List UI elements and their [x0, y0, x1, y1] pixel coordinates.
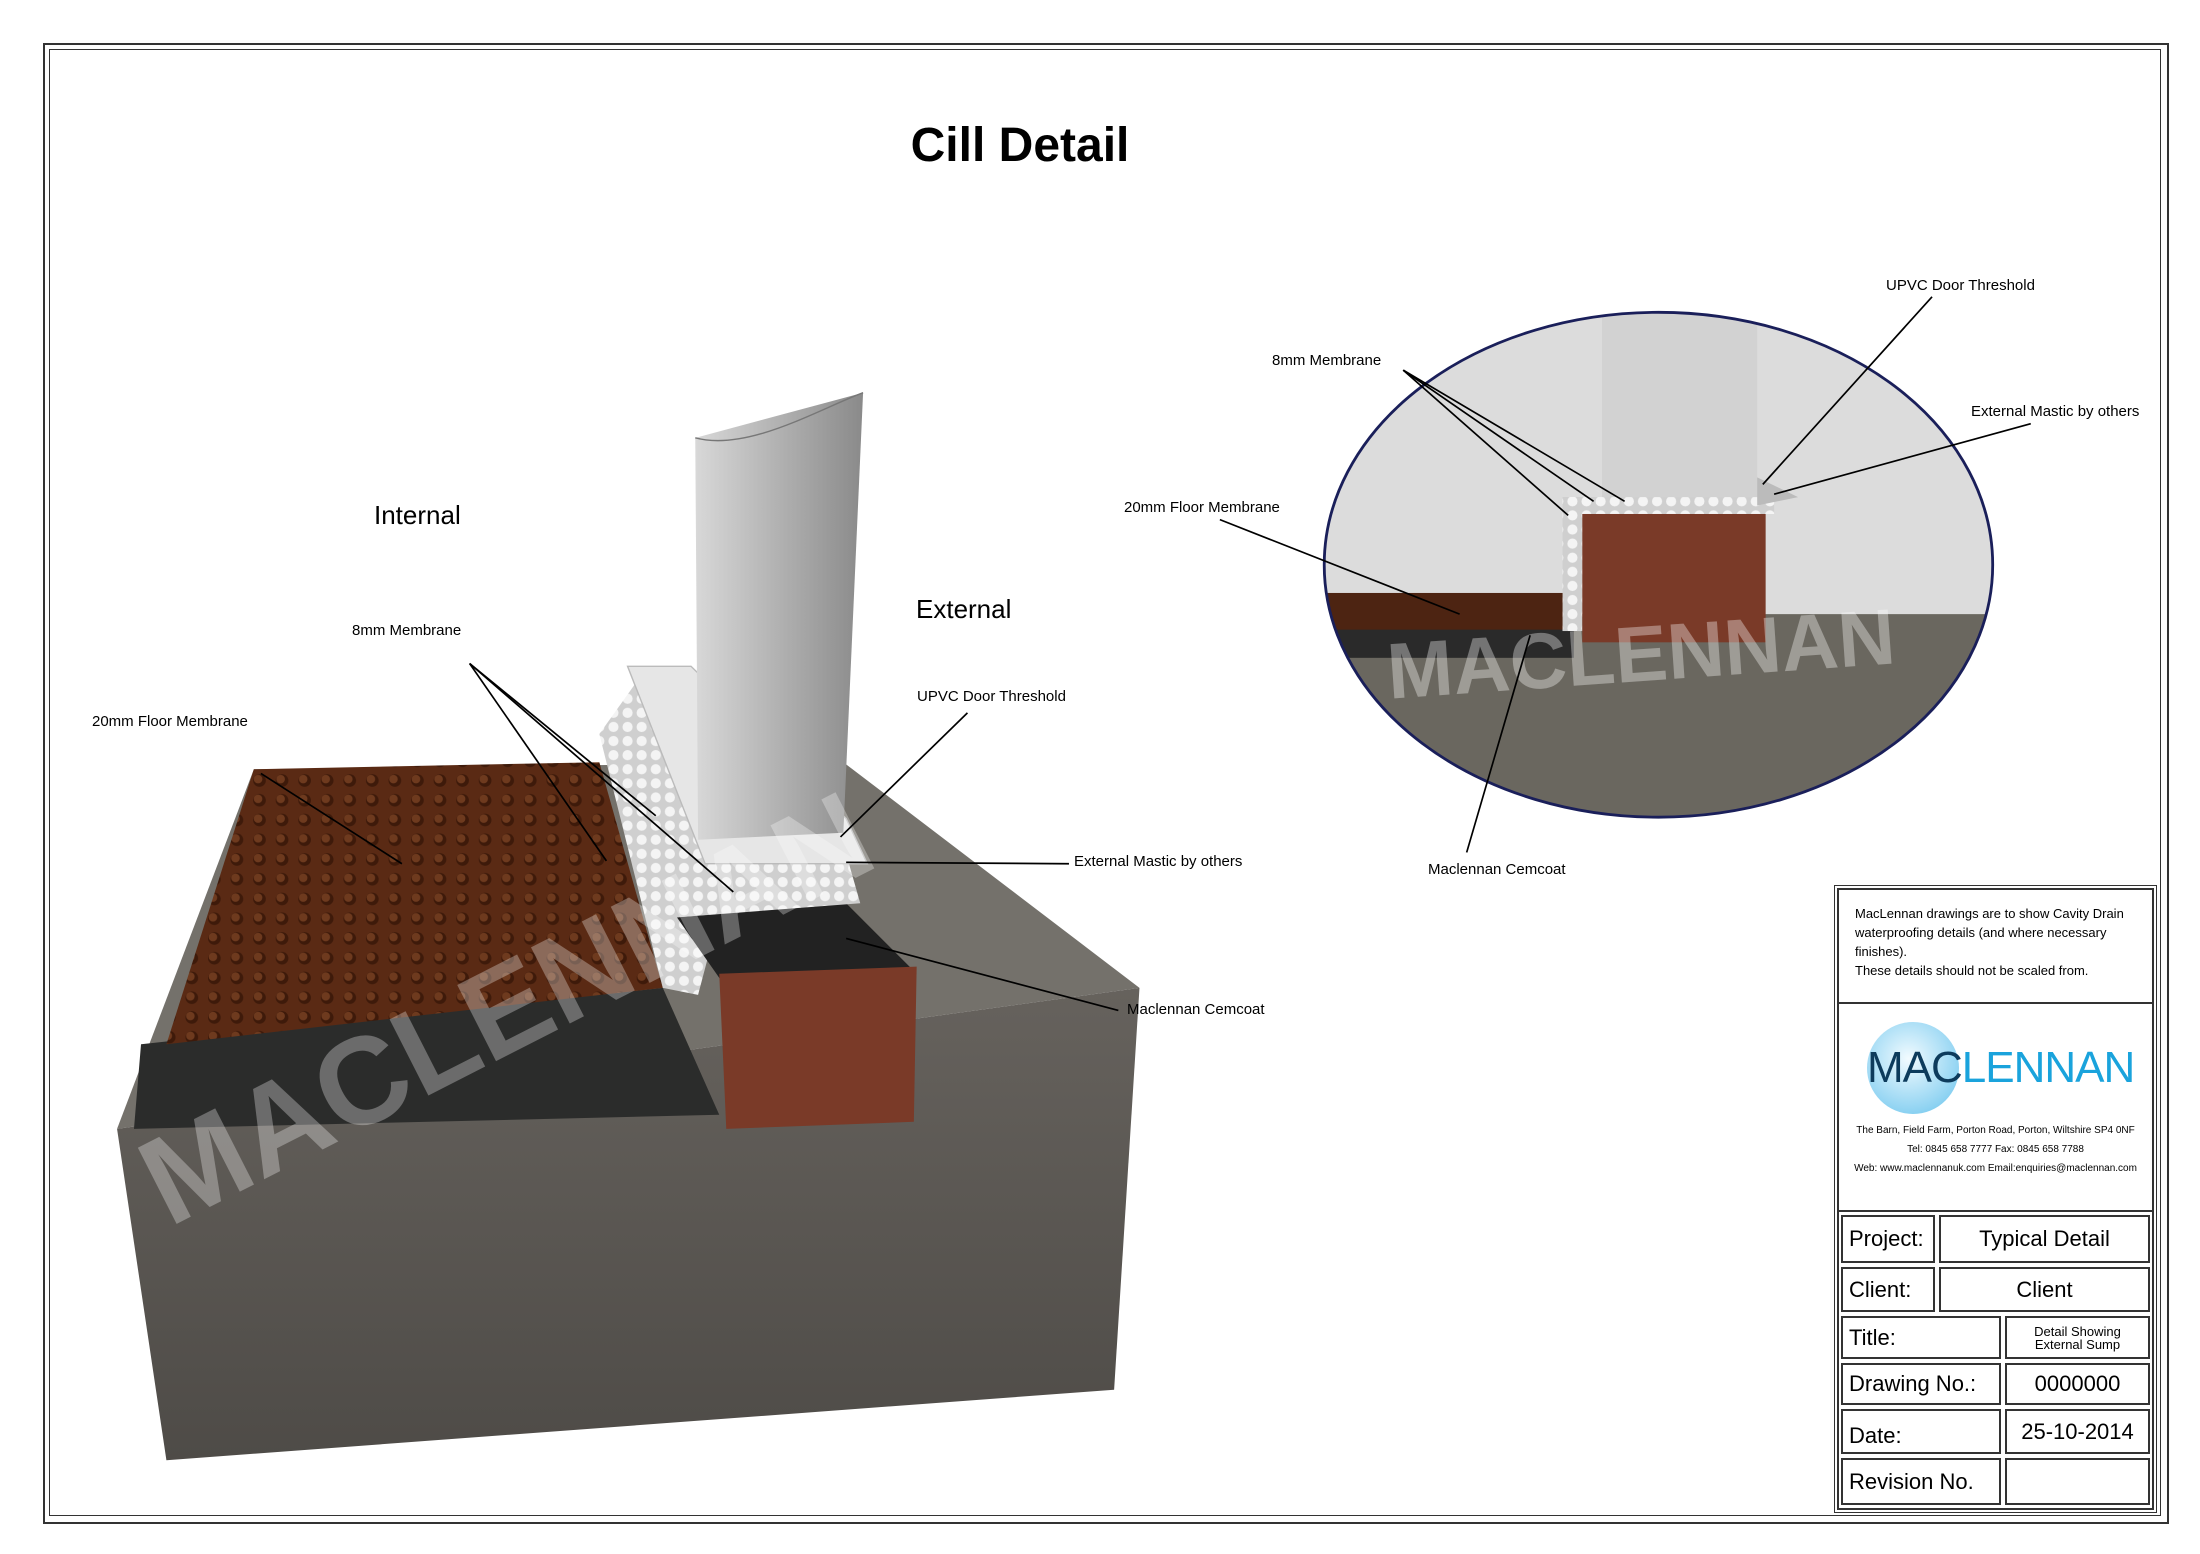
company-web: Web: www.maclennanuk.com Email:enquiries…	[1854, 1163, 2137, 1174]
drawing-no-label: Drawing No.:	[1841, 1363, 2001, 1405]
note-line: MacLennan drawings are to show Cavity Dr…	[1855, 906, 2124, 921]
detail-label-8mm-membrane: 8mm Membrane	[1272, 352, 1382, 369]
main-leader-lines	[260, 662, 1119, 1012]
title-block: MacLennan drawings are to show Cavity Dr…	[1834, 885, 2157, 1513]
title-value-line: Detail Showing	[2034, 1323, 2121, 1339]
revision-value	[2005, 1458, 2150, 1505]
company-logo-block: MACLENNAN The Barn, Field Farm, Porton R…	[1839, 1005, 2152, 1215]
logo-mac: MAC	[1867, 1043, 1963, 1092]
floor-membrane-20mm	[166, 762, 663, 1045]
date-value: 25-10-2014	[2005, 1409, 2150, 1454]
revision-label: Revision No.	[1841, 1458, 2001, 1505]
note-line: finishes).	[1855, 944, 1908, 959]
detail-label-cemcoat: Maclennan Cemcoat	[1428, 861, 1566, 878]
project-label: Project:	[1841, 1215, 1935, 1263]
detail-inset-view: MACLENNAN	[1322, 310, 1995, 819]
cemcoat-step	[676, 903, 917, 988]
note-line: waterproofing details (and where necessa…	[1855, 925, 2107, 940]
client-value: Client	[1939, 1267, 2150, 1312]
label-8mm-membrane: 8mm Membrane	[352, 622, 462, 639]
divider	[1839, 1210, 2152, 1212]
date-label: Date:	[1841, 1409, 2001, 1454]
title-value: Detail Showing External Sump	[2005, 1316, 2150, 1359]
label-upvc-threshold: UPVC Door Threshold	[917, 688, 1066, 705]
cemcoat-band	[133, 987, 720, 1129]
detail-leader-lines	[1219, 296, 2031, 853]
brick-block	[719, 966, 917, 1129]
detail-label-20mm-floor-membrane: 20mm Floor Membrane	[1124, 499, 1280, 516]
door-panel	[695, 392, 864, 840]
logo-sphere	[1867, 1022, 1959, 1114]
company-address: The Barn, Field Farm, Porton Road, Porto…	[1856, 1125, 2135, 1136]
title-value-line: External Sump	[2034, 1336, 2121, 1352]
detail-label-upvc-threshold: UPVC Door Threshold	[1886, 277, 2035, 294]
note-line: These details should not be scaled from.	[1855, 963, 2089, 978]
zone-internal-label: Internal	[374, 500, 461, 530]
label-20mm-floor-membrane: 20mm Floor Membrane	[92, 713, 248, 730]
client-label: Client:	[1841, 1267, 1935, 1312]
membrane-8mm-top	[676, 853, 861, 918]
company-logo: MACLENNAN	[1867, 1043, 2135, 1093]
disclaimer-note: MacLennan drawings are to show Cavity Dr…	[1855, 904, 2145, 980]
title-label: Title:	[1841, 1316, 2001, 1359]
zone-external-label: External	[916, 594, 1012, 624]
logo-lennan: LENNAN	[1961, 1043, 2135, 1092]
page-title: Cill Detail	[910, 119, 1130, 172]
drawing-border-inner	[49, 49, 2161, 1516]
drawing-no-value: 0000000	[2005, 1363, 2150, 1405]
label-cemcoat: Maclennan Cemcoat	[1127, 1001, 1265, 1018]
main-3d-view: MACLENNAN	[117, 392, 1140, 1461]
company-phone: Tel: 0845 658 7777 Fax: 0845 658 7788	[1907, 1144, 2084, 1155]
detail-label-external-mastic: External Mastic by others	[1971, 403, 2140, 420]
project-value: Typical Detail	[1939, 1215, 2150, 1263]
label-external-mastic: External Mastic by others	[1074, 853, 1243, 870]
drawing-border	[43, 43, 2169, 1524]
notes-cell: MacLennan drawings are to show Cavity Dr…	[1839, 890, 2152, 1004]
